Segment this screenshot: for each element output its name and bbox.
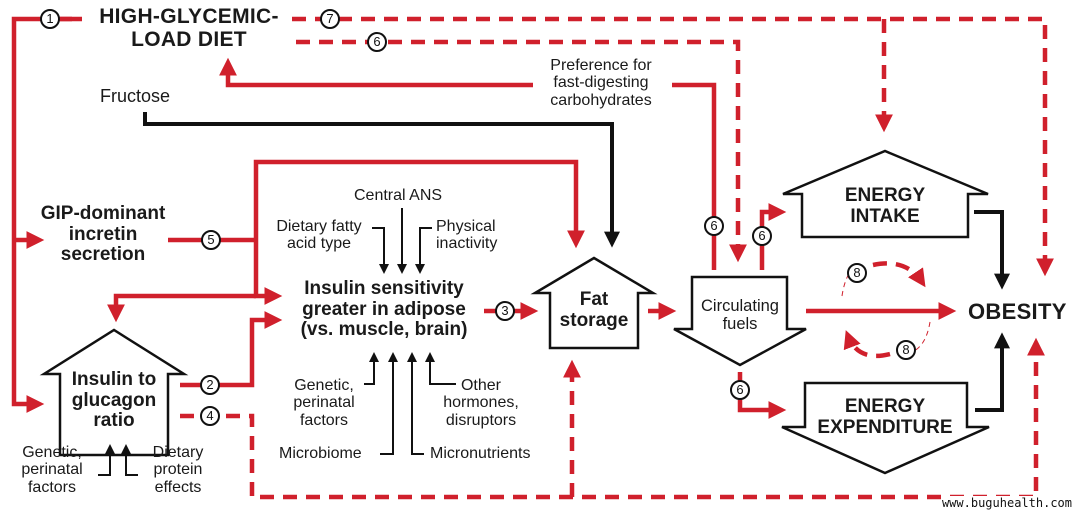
- energy-expenditure-shape: [781, 381, 990, 475]
- physical-inactivity-label: Physical inactivity: [436, 218, 498, 253]
- energy-expenditure-label: ENERGY EXPENDITURE: [817, 396, 953, 438]
- obesity-label: OBESITY: [968, 299, 1067, 324]
- arrow-4: [180, 337, 1045, 500]
- arrow-6-diet-to-fuels: [296, 39, 747, 263]
- arrow-fatty-acid: [372, 227, 389, 274]
- dietary-protein-label: Dietary protein effects: [152, 444, 204, 496]
- arrow-micronutrients: [407, 352, 424, 455]
- step-badge-7: 7: [320, 9, 340, 29]
- arrow-2: [180, 311, 283, 388]
- circulating-fuels-shape: [673, 275, 807, 367]
- arrow-8-lower: [843, 330, 891, 359]
- arrow-5-to-insulin: [107, 293, 256, 323]
- step-badge-6-intake: 6: [752, 226, 772, 246]
- arrow-intake-to-obesity: [974, 210, 1010, 290]
- step-badge-4: 4: [200, 406, 220, 426]
- arrow-other-hormones: [425, 352, 456, 385]
- central-ans-label: Central ANS: [354, 187, 443, 204]
- arrow-fructose: [143, 112, 620, 248]
- arrow-dietary-protein: [121, 444, 138, 476]
- step-badge-6-expenditure: 6: [730, 380, 750, 400]
- circulating-fuels-label: Circulating fuels: [701, 297, 779, 333]
- diet-label: HIGH-GLYCEMIC- LOAD DIET: [99, 5, 279, 51]
- microbiome-label: Microbiome: [279, 445, 362, 462]
- step-badge-5: 5: [201, 230, 221, 250]
- arrow-5-to-fat: [253, 159, 585, 249]
- fat-storage-shape: [530, 256, 658, 350]
- insulin-sensitivity-label: Insulin sensitivity greater in adipose (…: [300, 278, 468, 341]
- arrow-preference-to-diet: [672, 82, 717, 270]
- gip-label: GIP-dominant incretin secretion: [40, 203, 166, 266]
- energy-intake-label: ENERGY INTAKE: [844, 185, 926, 227]
- step-badge-6-diet: 6: [367, 32, 387, 52]
- step-badge-2: 2: [200, 375, 220, 395]
- insulin-ratio-label: Insulin to glucagon ratio: [71, 369, 157, 432]
- genetic-perinatal-center-label: Genetic, perinatal factors: [293, 377, 355, 429]
- arrow-6-intake: [759, 203, 787, 270]
- genetic-perinatal-left-label: Genetic, perinatal factors: [21, 444, 83, 496]
- step-badge-3: 3: [495, 301, 515, 321]
- arrow-7: [292, 16, 1054, 277]
- step-badge-8-lower: 8: [896, 340, 916, 360]
- arrow-8-lower-thin: [911, 321, 931, 353]
- preference-label: Preference for fast-digesting carbohydra…: [550, 57, 652, 109]
- fat-storage-label: Fat storage: [559, 289, 629, 331]
- other-hormones-label: Other hormones, disruptors: [443, 377, 519, 429]
- arrow-genetic-left: [98, 444, 115, 476]
- step-badge-8-upper: 8: [847, 263, 867, 283]
- arrow-microbiome: [380, 352, 398, 455]
- arrow-genetic-center: [364, 352, 379, 385]
- arrow-physical-inactivity: [415, 227, 432, 274]
- step-badge-6-preference: 6: [704, 216, 724, 236]
- step-badge-1: 1: [40, 9, 60, 29]
- arrow-preference-left: [219, 57, 533, 88]
- insulin-ratio-shape: [39, 328, 189, 457]
- watermark: www.buguhealth.com: [941, 496, 1072, 510]
- fructose-label: Fructose: [100, 86, 171, 106]
- dietary-fatty-acid-label: Dietary fatty acid type: [276, 218, 362, 253]
- energy-intake-shape: [782, 149, 989, 239]
- micronutrients-label: Micronutrients: [430, 445, 531, 462]
- arrow-8-upper: [872, 261, 926, 288]
- arrow-expenditure-to-obesity: [975, 332, 1010, 412]
